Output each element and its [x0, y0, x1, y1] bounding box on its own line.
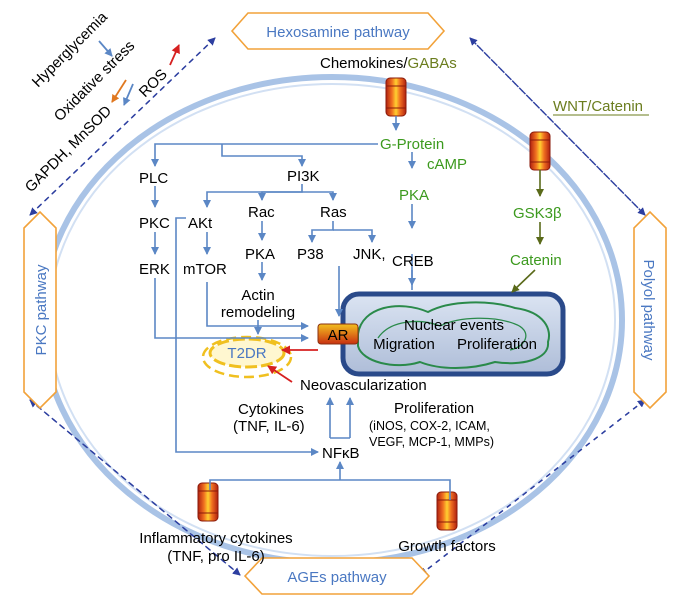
nfkb-label: NFκB: [322, 445, 360, 462]
polyol-pathway-box: [633, 210, 667, 410]
migration-label: Migration: [373, 336, 435, 353]
t2dr-label: T2DR: [227, 345, 266, 362]
growth-factors-label: Growth factors: [398, 538, 496, 555]
nucleus-chromatin-inner: [377, 317, 527, 351]
actin-label: Actin: [241, 287, 274, 304]
inflammatory-cytokines-label: Inflammatory cytokines: [139, 530, 292, 547]
nucleus-proliferation-label: Proliferation: [457, 336, 537, 353]
nuclear-events-label: Nuclear events: [404, 317, 504, 334]
signaling-connectors: [151, 116, 451, 500]
t2dr-blob-outer: [201, 335, 293, 379]
pkc-pathway-box: [23, 210, 57, 410]
neovascularization-label: Neovascularization: [300, 377, 427, 394]
dash-pkc-to-hex: [29, 37, 216, 216]
proliferation-label: Proliferation: [394, 400, 474, 417]
pka-right-label: PKA: [399, 187, 429, 204]
creb-label: CREB: [392, 253, 434, 270]
inflammatory-receptor: [197, 482, 219, 522]
jnk-label: JNK,: [353, 246, 386, 263]
ros-label: ROS: [136, 66, 171, 101]
rac-label: Rac: [248, 204, 275, 221]
cytokines-label: Cytokines: [238, 401, 304, 418]
proliferation-detail-2: VEGF, MCP-1, MMPs): [369, 435, 494, 449]
ras-label: Ras: [320, 204, 347, 221]
oxidative-down-arrow: [111, 79, 127, 103]
akt-label: AKt: [188, 215, 213, 232]
pka-mid-label: PKA: [245, 246, 275, 263]
gsk3b-label: GSK3β: [513, 205, 562, 222]
dash-ages-to-polyol: [419, 399, 646, 576]
hexosamine-pathway-label: Hexosamine pathway: [266, 24, 410, 41]
oxidative-blue-arrow: [123, 83, 134, 106]
hexosamine-pathway-box: [230, 12, 446, 50]
ages-pathway-box: [243, 557, 431, 595]
dash-polyol-to-hex: [469, 37, 646, 216]
inflammatory-cytokines-sub: (TNF, pro IL-6): [167, 548, 265, 565]
cytokines-sub-label: (TNF, IL-6): [233, 418, 305, 435]
catenin-to-nucleus-arrow: [511, 269, 536, 293]
chemokine-receptor: [385, 77, 407, 117]
gprotein-label: G-Protein: [380, 136, 444, 153]
chemokines-gabas-label: Chemokines/GABAs: [320, 55, 457, 72]
p38-label: P38: [297, 246, 324, 263]
ages-pathway-label: AGEs pathway: [287, 569, 387, 586]
ros-up-arrow: [169, 44, 180, 66]
growth-factor-receptor: [436, 491, 458, 531]
proliferation-detail-1: (iNOS, COX-2, ICAM,: [369, 419, 490, 433]
remodeling-label: remodeling: [221, 304, 295, 321]
neovasc-to-t2dr-arrow: [267, 365, 293, 383]
pkc-pathway-label: PKC pathway: [33, 264, 50, 355]
catenin-label: Catenin: [510, 252, 562, 269]
mtor-label: mTOR: [183, 261, 227, 278]
ar-label: AR: [328, 327, 349, 344]
pkc-label: PKC: [139, 215, 170, 232]
erk-label: ERK: [139, 261, 170, 278]
nucleus-chromatin: [357, 301, 550, 369]
wnt-catenin-label: WNT/Catenin: [553, 98, 643, 115]
plc-label: PLC: [139, 170, 168, 187]
hyperglycemia-arrow: [98, 40, 113, 57]
wnt-receptor: [529, 131, 551, 171]
polyol-pathway-label: Polyol pathway: [640, 260, 657, 361]
pi3k-label: PI3K: [287, 168, 320, 185]
ar-receptor: [317, 323, 359, 345]
camp-label: cAMP: [427, 156, 467, 173]
